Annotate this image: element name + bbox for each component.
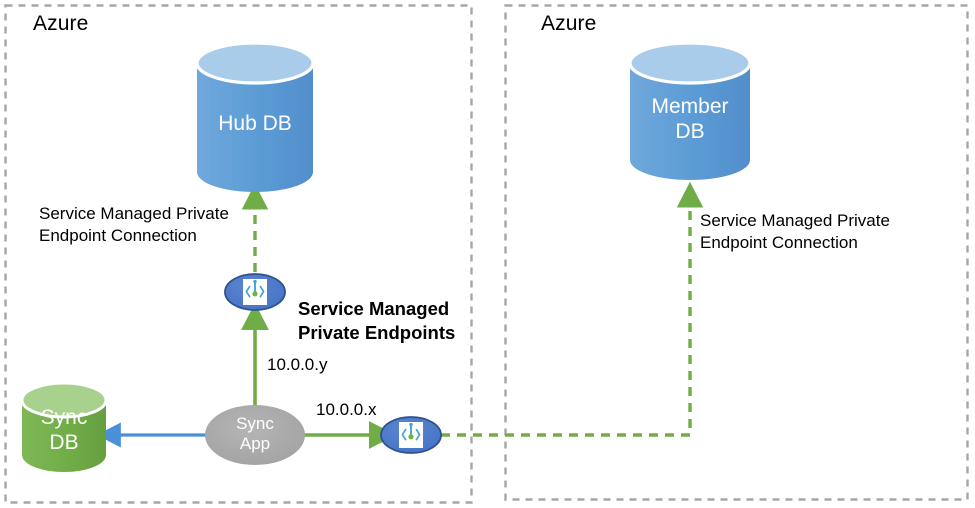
annotation-member-connection: Service Managed Private Endpoint Connect… xyxy=(700,211,890,252)
private-link-icon xyxy=(401,422,421,441)
annotation-ip-hub: 10.0.0.y xyxy=(267,355,328,374)
node-sync-app[interactable] xyxy=(205,405,305,465)
annotation-endpoints-title: Service Managed Private Endpoints xyxy=(298,298,456,344)
boundary-right-azure xyxy=(504,4,969,501)
boundary-label-left-azure: Azure xyxy=(33,12,89,35)
node-private-endpoint-member[interactable] xyxy=(380,416,442,454)
annotation-hub-connection: Service Managed Private Endpoint Connect… xyxy=(39,204,229,245)
boundary-label-right-azure: Azure xyxy=(541,12,597,35)
node-member-db[interactable] xyxy=(628,41,752,180)
private-link-icon xyxy=(245,279,265,298)
boundary-left-azure xyxy=(4,4,473,504)
node-sync-db[interactable] xyxy=(20,381,108,472)
node-hub-db[interactable] xyxy=(195,41,315,192)
node-private-endpoint-hub[interactable] xyxy=(224,273,286,311)
connector-pe-member-to-memberdb xyxy=(441,181,704,437)
annotation-ip-member: 10.0.0.x xyxy=(316,400,377,419)
